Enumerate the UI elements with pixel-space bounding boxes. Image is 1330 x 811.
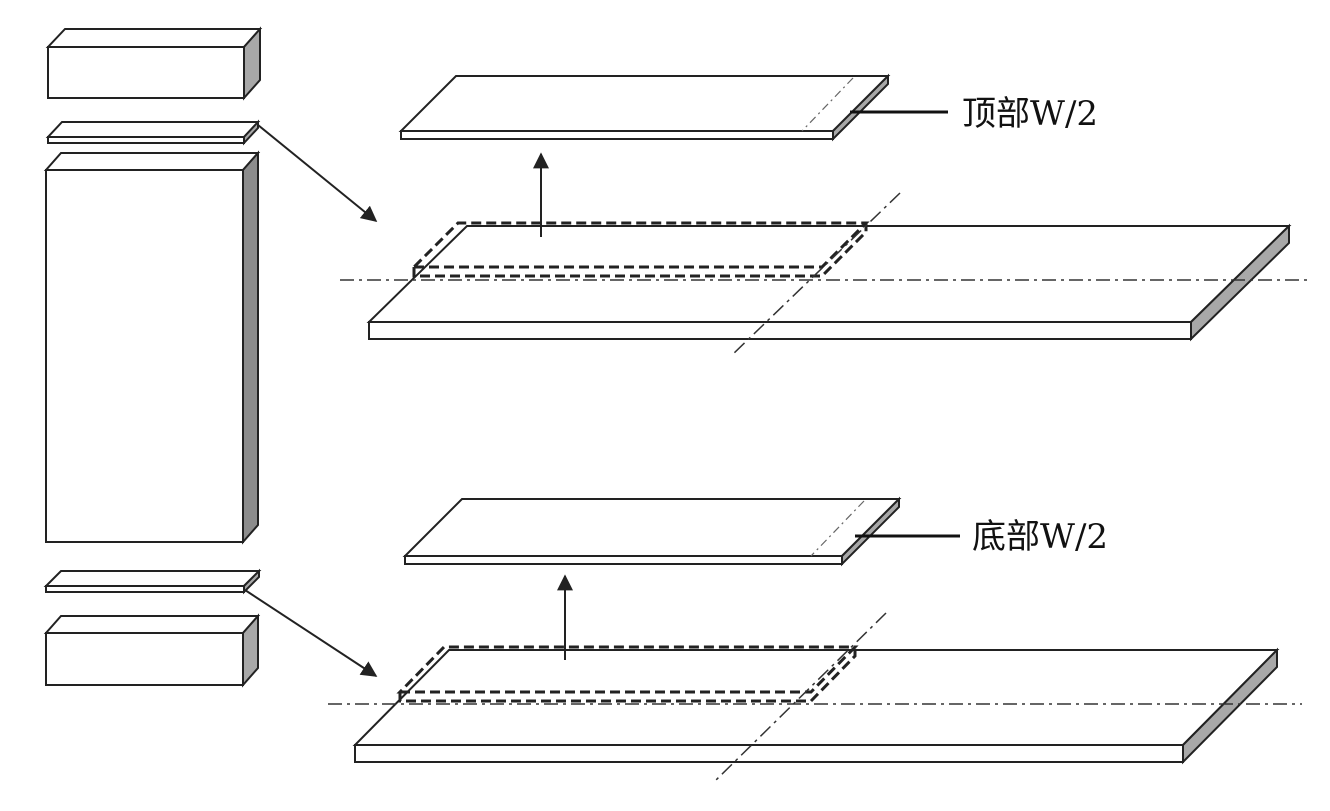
top-slice-arrow [257,124,378,223]
top-specimen-plate [398,73,891,142]
upper-cut-region-dashed-front [412,223,868,278]
top-thin-slice [45,119,261,146]
bottom-slice-arrow [244,589,378,677]
bottom-cap-block [43,613,261,688]
bottom-specimen-plate [402,496,902,567]
upper-assembly: 顶部W/2 [340,73,1310,356]
top-label: 顶部W/2 [962,94,1098,134]
lower-cut-region-dashed [396,645,859,694]
bottom-thin-slice [43,568,262,595]
lower-long-plate [352,647,1280,765]
lower-cut-region-dashed-front [398,647,857,703]
lower-diagonal-centerline [715,612,887,781]
upper-diagonal-centerline [731,192,901,356]
top-specimen-centerline [801,77,854,132]
main-tall-block [43,150,261,545]
left-beam-column [43,26,263,688]
bottom-label: 底部W/2 [972,517,1108,557]
bottom-specimen-centerline [810,500,865,557]
lower-assembly: 底部W/2 [328,496,1302,781]
top-cap-block [45,26,263,101]
upper-long-plate [366,223,1292,342]
